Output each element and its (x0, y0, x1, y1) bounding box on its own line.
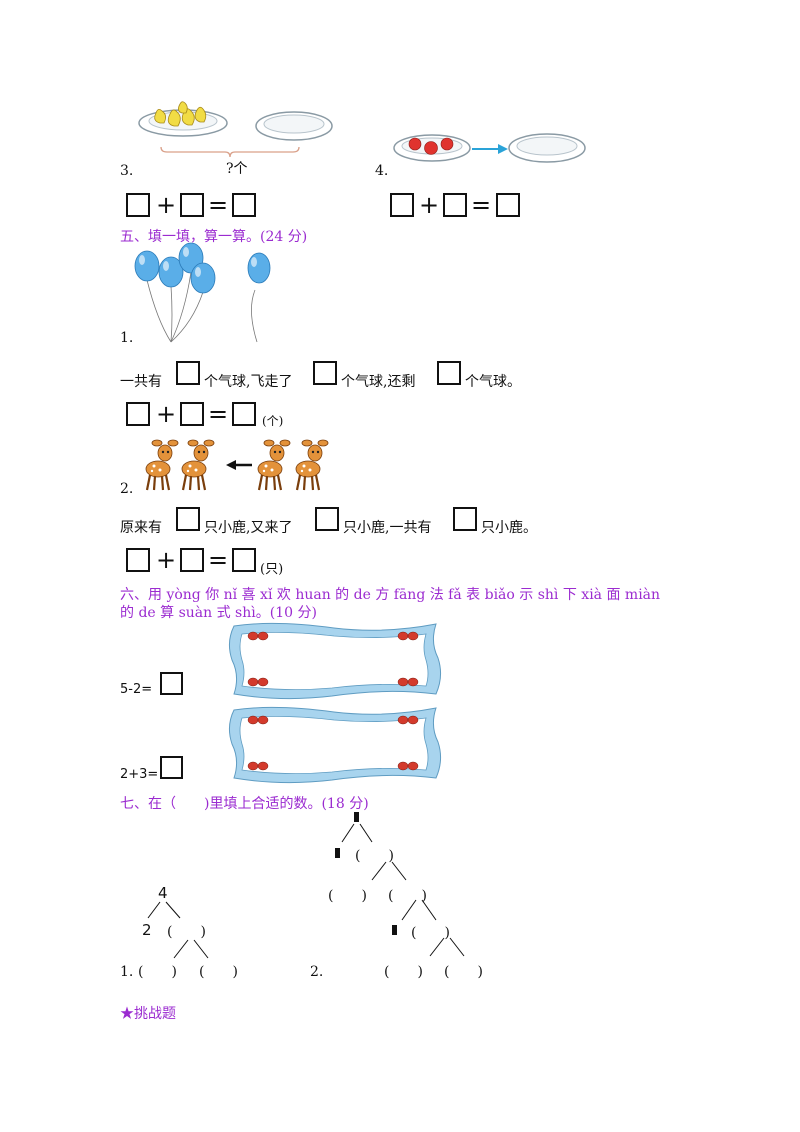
answer-paren[interactable]: ( ) (199, 964, 238, 980)
tree2-label: 2. (310, 964, 324, 980)
tree2-mid-marker (335, 848, 340, 858)
answer-box[interactable] (126, 402, 150, 426)
s5-q1-text-2: 个气球,飞走了 (204, 374, 293, 390)
answer-paren[interactable]: ( ) (384, 964, 423, 980)
answer-box[interactable] (126, 548, 150, 572)
answer-box[interactable] (160, 672, 183, 695)
answer-box[interactable] (232, 402, 256, 426)
tree1-top-number: 4 (158, 884, 168, 902)
drawing-frame[interactable] (228, 706, 442, 784)
s5-q2-label: 2. (120, 481, 134, 497)
s6-eq1: 5-2= (120, 682, 153, 697)
tree1-branches (147, 901, 209, 959)
unit-label: (只) (260, 562, 284, 577)
plus-sign: + (156, 546, 177, 574)
answer-paren[interactable]: ( ) (167, 924, 206, 940)
answer-box[interactable] (313, 361, 337, 385)
answer-paren[interactable]: ( ) (138, 964, 177, 980)
s5-q1-text-3: 个气球,还剩 (341, 374, 416, 390)
unit-label: (个) (262, 414, 284, 428)
brace-bracket (160, 146, 300, 158)
answer-box[interactable] (315, 507, 339, 531)
empty-plate (255, 111, 333, 141)
answer-box[interactable] (180, 193, 204, 217)
s5-q2-text-4: 只小鹿。 (481, 520, 537, 536)
answer-box[interactable] (232, 193, 256, 217)
deer-illustration (144, 438, 330, 492)
answer-box[interactable] (496, 193, 520, 217)
answer-box[interactable] (180, 402, 204, 426)
tree2-branches (341, 823, 465, 957)
answer-paren[interactable]: ( ) (388, 888, 427, 904)
empty-plate (508, 133, 586, 163)
plus-sign: + (156, 400, 177, 428)
balloons-illustration (134, 242, 271, 343)
drawing-frame[interactable] (228, 622, 442, 700)
answer-box[interactable] (443, 193, 467, 217)
tree2-top-marker (354, 812, 359, 822)
section6-title-line2: 的 de 算 suàn 式 shì。(10 分) (120, 605, 317, 621)
s5-q2-text-3: 只小鹿,一共有 (343, 520, 432, 536)
answer-paren[interactable]: ( ) (411, 925, 450, 941)
answer-box[interactable] (160, 756, 183, 779)
plate-with-pears (138, 101, 228, 137)
answer-box[interactable] (437, 361, 461, 385)
equals-sign: = (208, 546, 229, 574)
q3-label: 3. (120, 163, 134, 179)
plate-with-apples (393, 134, 471, 162)
s5-q1-text-4: 个气球。 (465, 374, 521, 390)
equals-sign: = (208, 400, 229, 428)
section5-title: 五、填一填，算一算。(24 分) (120, 229, 308, 245)
answer-box[interactable] (180, 548, 204, 572)
answer-paren[interactable]: ( ) (355, 848, 394, 864)
tree1-label: 1. (120, 964, 134, 980)
answer-box[interactable] (126, 193, 150, 217)
equals-sign: = (208, 191, 229, 219)
section7-title: 七、在（ )里填上合适的数。(18 分) (120, 796, 369, 812)
s5-q1-text-1: 一共有 (120, 374, 162, 390)
answer-box[interactable] (176, 507, 200, 531)
plus-sign: + (419, 191, 440, 219)
challenge-title: ★挑战题 (120, 1006, 176, 1022)
answer-box[interactable] (390, 193, 414, 217)
s5-q1-label: 1. (120, 330, 134, 346)
equals-sign: = (471, 191, 492, 219)
plus-sign: + (156, 191, 177, 219)
tree2-low-marker (392, 925, 397, 935)
section6-title-line1: 六、用 yòng 你 nǐ 喜 xǐ 欢 huan 的 de 方 fāng 法 … (120, 587, 661, 603)
answer-box[interactable] (453, 507, 477, 531)
tree1-mid-number: 2 (142, 921, 152, 939)
arrow-right-icon (472, 144, 508, 154)
answer-paren[interactable]: ( ) (444, 964, 483, 980)
q4-label: 4. (375, 163, 389, 179)
q3-brace-label: ?个 (226, 161, 248, 177)
answer-paren[interactable]: ( ) (328, 888, 367, 904)
s6-eq2: 2+3= (120, 767, 159, 782)
answer-box[interactable] (232, 548, 256, 572)
s5-q2-text-2: 只小鹿,又来了 (204, 520, 293, 536)
answer-box[interactable] (176, 361, 200, 385)
s5-q2-text-1: 原来有 (120, 520, 162, 536)
